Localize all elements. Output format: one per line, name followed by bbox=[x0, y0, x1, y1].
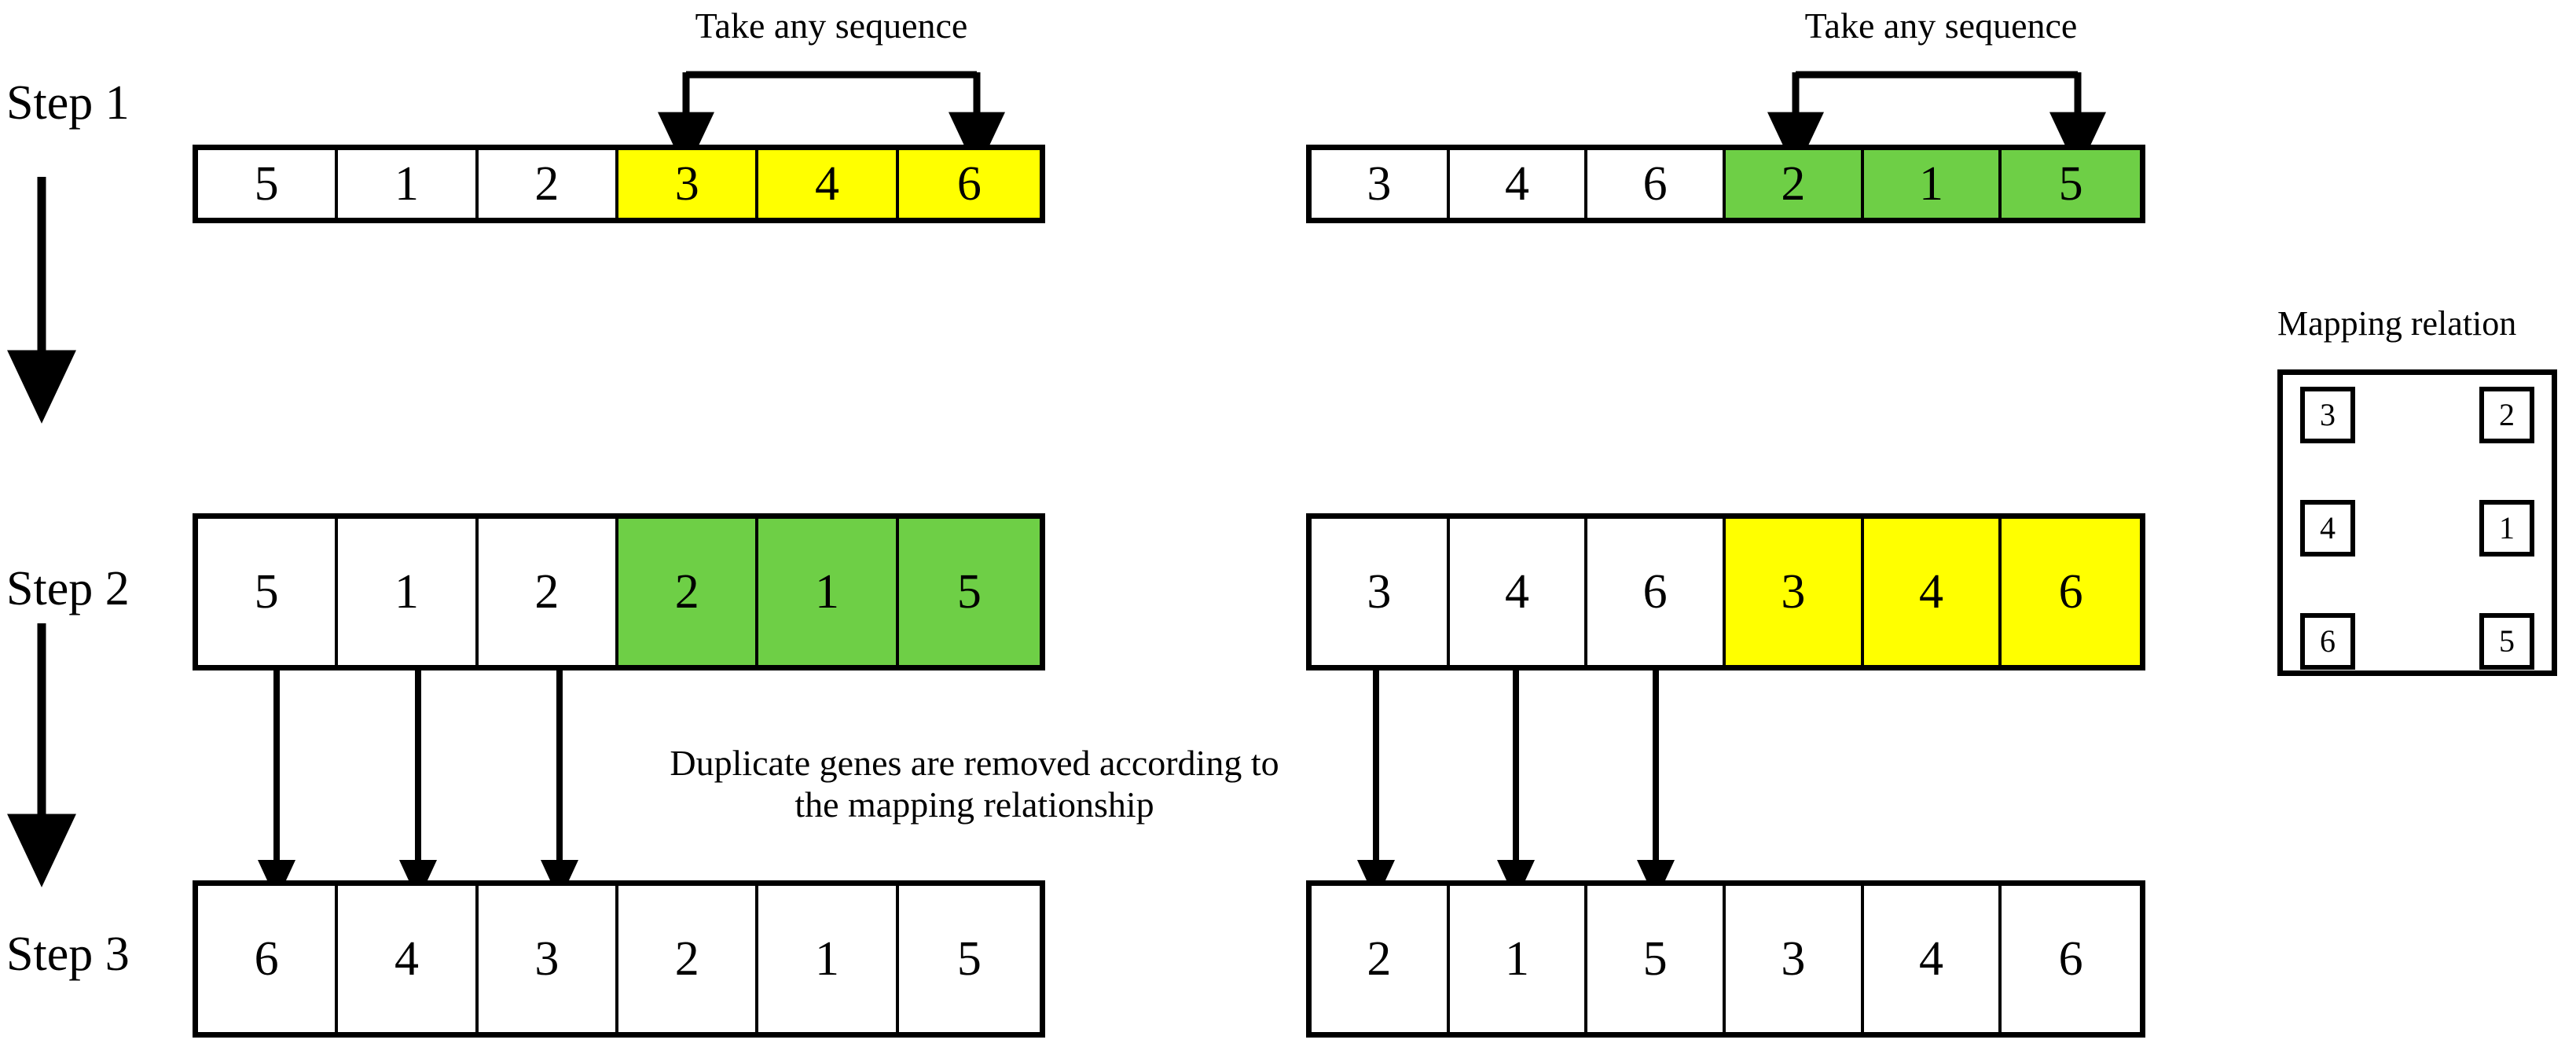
step-label-3: Step 3 bbox=[6, 928, 130, 981]
gene-cell[interactable]: 3 bbox=[478, 886, 619, 1032]
gene-cell-highlighted[interactable]: 1 bbox=[1863, 150, 2002, 218]
mapping-cell-right[interactable]: 1 bbox=[2479, 500, 2534, 557]
gene-cell[interactable]: 5 bbox=[898, 886, 1040, 1032]
mapping-cell-right[interactable]: 2 bbox=[2479, 387, 2534, 443]
gene-cell[interactable]: 2 bbox=[478, 519, 619, 665]
gene-cell[interactable]: 5 bbox=[198, 519, 339, 665]
mapping-pair-row: 6 5 bbox=[2300, 613, 2534, 670]
gene-cell[interactable]: 6 bbox=[1587, 150, 1727, 218]
gene-cell-highlighted[interactable]: 2 bbox=[618, 519, 759, 665]
gene-cell[interactable]: 4 bbox=[1449, 519, 1588, 665]
gene-cell[interactable]: 6 bbox=[198, 886, 339, 1032]
gene-cell[interactable]: 1 bbox=[338, 519, 479, 665]
take-any-sequence-bracket-left bbox=[658, 71, 1005, 173]
gene-cell[interactable]: 6 bbox=[1587, 519, 1727, 665]
duplicate-removal-note-line1: Duplicate genes are removed according to bbox=[670, 743, 1279, 783]
gene-cell[interactable]: 2 bbox=[1312, 886, 1450, 1032]
gene-cell[interactable]: 3 bbox=[1312, 519, 1450, 665]
gene-cell[interactable]: 2 bbox=[478, 150, 619, 218]
mapping-pair-row: 3 2 bbox=[2300, 387, 2534, 443]
gene-transfer-arrows-right bbox=[1357, 670, 1675, 901]
gene-cell[interactable]: 5 bbox=[198, 150, 339, 218]
gene-cell[interactable]: 1 bbox=[1449, 886, 1588, 1032]
gene-cell-highlighted[interactable]: 2 bbox=[1726, 150, 1864, 218]
gene-cell-highlighted[interactable]: 3 bbox=[618, 150, 759, 218]
gene-cell[interactable]: 5 bbox=[1587, 886, 1727, 1032]
mapping-relation-title: Mapping relation bbox=[2277, 304, 2517, 343]
mapping-cell-left[interactable]: 4 bbox=[2300, 500, 2355, 557]
mapping-cell-left[interactable]: 6 bbox=[2300, 613, 2355, 670]
take-any-sequence-label-left: Take any sequence bbox=[695, 6, 968, 46]
take-any-sequence-label-right: Take any sequence bbox=[1804, 6, 2078, 46]
gene-cell[interactable]: 4 bbox=[1449, 150, 1588, 218]
gene-cell-highlighted[interactable]: 4 bbox=[758, 150, 899, 218]
gene-cell[interactable]: 2 bbox=[618, 886, 759, 1032]
chromosome-step3-offspring2: 2 1 5 3 4 6 bbox=[1306, 880, 2145, 1038]
gene-cell-highlighted[interactable]: 1 bbox=[758, 519, 899, 665]
gene-cell-highlighted[interactable]: 5 bbox=[898, 519, 1040, 665]
chromosome-step1-parent1: 5 1 2 3 4 6 bbox=[193, 145, 1045, 223]
gene-cell[interactable]: 6 bbox=[2002, 886, 2140, 1032]
gene-cell-highlighted[interactable]: 4 bbox=[1863, 519, 2002, 665]
chromosome-step2-parent2: 3 4 6 3 4 6 bbox=[1306, 513, 2145, 670]
chromosome-step3-offspring1: 6 4 3 2 1 5 bbox=[193, 880, 1045, 1038]
gene-cell[interactable]: 1 bbox=[338, 150, 479, 218]
gene-cell[interactable]: 4 bbox=[1863, 886, 2002, 1032]
duplicate-removal-note-line2: the mapping relationship bbox=[794, 784, 1154, 825]
gene-cell-highlighted[interactable]: 5 bbox=[2002, 150, 2140, 218]
gene-cell[interactable]: 4 bbox=[338, 886, 479, 1032]
gene-cell-highlighted[interactable]: 6 bbox=[2002, 519, 2140, 665]
chromosome-step2-parent1: 5 1 2 2 1 5 bbox=[193, 513, 1045, 670]
take-any-sequence-bracket-right bbox=[1767, 71, 2106, 173]
chromosome-step1-parent2: 3 4 6 2 1 5 bbox=[1306, 145, 2145, 223]
gene-cell[interactable]: 3 bbox=[1312, 150, 1450, 218]
mapping-pair-row: 4 1 bbox=[2300, 500, 2534, 557]
mapping-cell-left[interactable]: 3 bbox=[2300, 387, 2355, 443]
step-label-1: Step 1 bbox=[6, 76, 130, 130]
gene-transfer-arrows-left bbox=[258, 670, 578, 901]
gene-cell-highlighted[interactable]: 3 bbox=[1726, 519, 1864, 665]
gene-cell[interactable]: 3 bbox=[1726, 886, 1864, 1032]
gene-cell[interactable]: 1 bbox=[758, 886, 899, 1032]
gene-cell-highlighted[interactable]: 6 bbox=[898, 150, 1040, 218]
mapping-cell-right[interactable]: 5 bbox=[2479, 613, 2534, 670]
step-label-2: Step 2 bbox=[6, 562, 130, 615]
